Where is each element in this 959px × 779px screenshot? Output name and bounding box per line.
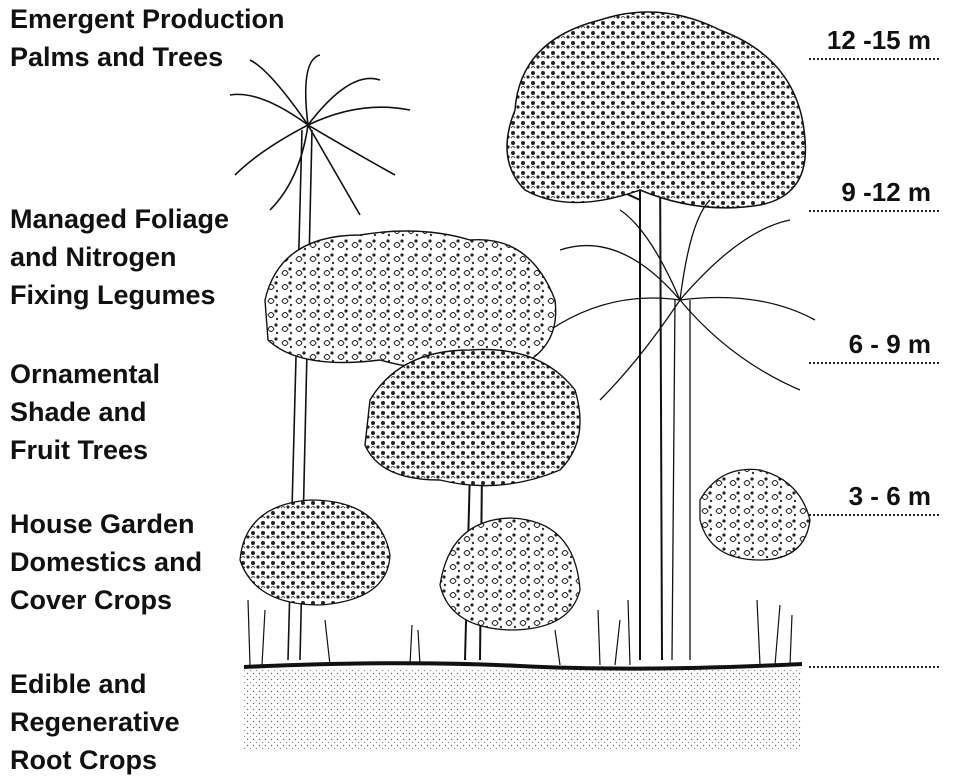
height-label: 6 - 9 m — [849, 329, 931, 360]
layer-label-ornamental: Ornamental Shade and Fruit Trees — [10, 355, 160, 469]
height-dotted-line — [809, 210, 939, 212]
layer-label-foliage: Managed Foliage and Nitrogen Fixing Legu… — [10, 200, 229, 314]
label-line: Palms and Trees — [10, 38, 285, 76]
legume-canopy — [265, 231, 556, 370]
center-shrub — [440, 518, 580, 630]
label-line: Fixing Legumes — [10, 276, 229, 314]
label-line: Regenerative — [10, 703, 180, 741]
height-dotted-line — [809, 58, 939, 60]
ground-line — [244, 663, 802, 668]
height-dotted-line — [809, 362, 939, 364]
right-shrub — [700, 469, 810, 560]
left-shrub — [240, 500, 390, 605]
label-line: Emergent Production — [10, 0, 285, 38]
label-line: Shade and — [10, 393, 160, 431]
height-marker-6-9: 6 - 9 m — [809, 326, 939, 364]
label-line: Managed Foliage — [10, 200, 229, 238]
height-dotted-line — [809, 666, 939, 668]
label-line: Ornamental — [10, 355, 160, 393]
layer-label-house-garden: House Garden Domestics and Cover Crops — [10, 505, 202, 619]
height-marker-3-6: 3 - 6 m — [809, 478, 939, 516]
height-marker-9-12: 9 -12 m — [809, 174, 939, 212]
height-label: 3 - 6 m — [849, 481, 931, 512]
height-dotted-line — [809, 514, 939, 516]
label-line: Root Crops — [10, 741, 180, 779]
label-line: House Garden — [10, 505, 202, 543]
label-line: Edible and — [10, 665, 180, 703]
soil-layer — [244, 668, 802, 750]
layer-label-root-crops: Edible and Regenerative Root Crops — [10, 665, 180, 779]
height-label: 12 -15 m — [827, 25, 931, 56]
label-line: and Nitrogen — [10, 238, 229, 276]
feather-palm — [550, 200, 815, 660]
height-label: 9 -12 m — [841, 177, 931, 208]
height-marker-12-15: 12 -15 m — [809, 22, 939, 60]
height-marker-ground — [809, 630, 939, 668]
layer-label-emergent: Emergent Production Palms and Trees — [10, 0, 285, 76]
label-line: Domestics and — [10, 543, 202, 581]
label-line: Fruit Trees — [10, 431, 160, 469]
label-line: Cover Crops — [10, 581, 202, 619]
